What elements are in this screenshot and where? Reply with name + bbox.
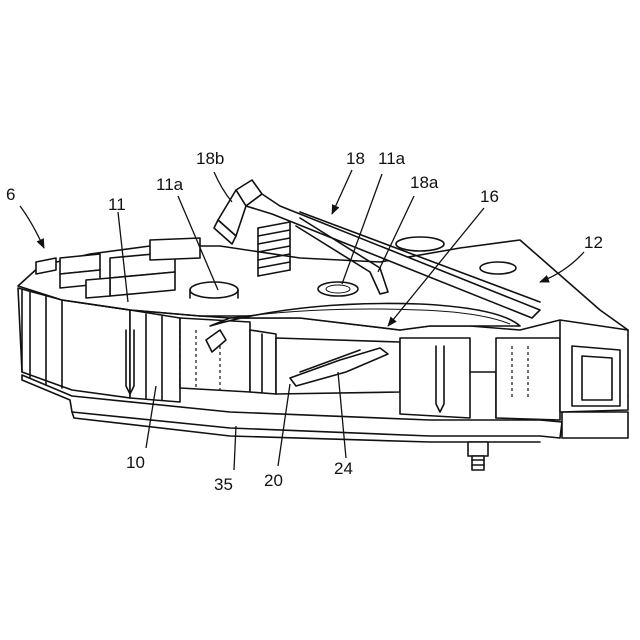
- stem: [468, 442, 488, 470]
- label-11: 11: [108, 195, 126, 214]
- pivot-post-right: [318, 282, 358, 296]
- label-35: 35: [214, 475, 233, 494]
- label-6: 6: [6, 185, 15, 204]
- label-18: 18: [346, 149, 365, 168]
- label-12: 12: [584, 233, 603, 252]
- pivot-post-left: [190, 282, 238, 298]
- label-10: 10: [126, 453, 145, 472]
- label-11a-right: 11a: [378, 149, 406, 168]
- label-18a: 18a: [410, 173, 439, 192]
- label-18b: 18b: [196, 149, 224, 168]
- label-24: 24: [334, 459, 353, 478]
- label-20: 20: [264, 471, 283, 490]
- label-16: 16: [480, 187, 499, 206]
- label-11a-left: 11a: [156, 175, 184, 194]
